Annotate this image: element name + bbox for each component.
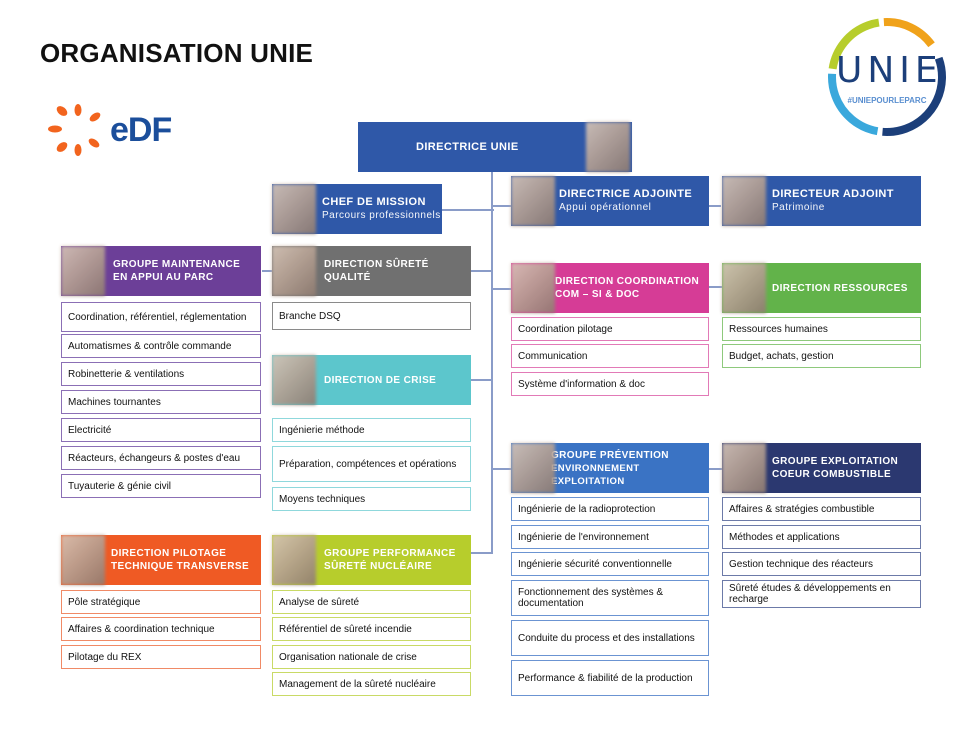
unie-hashtag: #UNIEPOURLEPARC <box>847 96 927 105</box>
performance-label2: SÛRETÉ NUCLÉAIRE <box>324 561 433 572</box>
avatar <box>586 122 630 172</box>
list-item: Méthodes et applications <box>722 525 921 549</box>
list-item: Analyse de sûreté <box>272 590 471 614</box>
avatar <box>272 535 316 585</box>
directeur-adjoint-label: DIRECTEUR ADJOINT <box>772 188 894 200</box>
list-item: Machines tournantes <box>61 390 261 414</box>
maintenance-label1: GROUPE MAINTENANCE <box>113 259 241 270</box>
coordination-label2: COM – SI & DOC <box>555 289 640 300</box>
edf-logo: eDF <box>48 103 183 159</box>
list-item: Ingénierie sécurité conventionnelle <box>511 552 709 576</box>
list-item: Affaires & stratégies combustible <box>722 497 921 521</box>
direction-pilotage-box: DIRECTION PILOTAGE TECHNIQUE TRANSVERSE <box>61 535 261 585</box>
avatar <box>272 184 316 234</box>
performance-label1: GROUPE PERFORMANCE <box>324 548 456 559</box>
edf-star-icon <box>48 104 101 156</box>
list-item: Management de la sûreté nucléaire <box>272 672 471 696</box>
list-item: Conduite du process et des installations <box>511 620 709 656</box>
connector-chef <box>442 209 494 211</box>
list-item: Branche DSQ <box>272 302 471 330</box>
list-item: Pilotage du REX <box>61 645 261 669</box>
list-item: Fonctionnement des systèmes & documentat… <box>511 580 709 616</box>
list-item: Sûreté études & développements en rechar… <box>722 580 921 608</box>
groupe-performance-box: GROUPE PERFORMANCE SÛRETÉ NUCLÉAIRE <box>272 535 471 585</box>
list-item: Organisation nationale de crise <box>272 645 471 669</box>
surete-qualite-label2: QUALITÉ <box>324 272 371 283</box>
groupe-prevention-box: GROUPE PRÉVENTION ENVIRONNEMENT EXPLOITA… <box>511 443 709 493</box>
list-item: Réacteurs, échangeurs & postes d'eau <box>61 446 261 470</box>
pilotage-label2: TECHNIQUE TRANSVERSE <box>111 561 250 572</box>
list-item: Préparation, compétences et opérations <box>272 446 471 482</box>
connector-crise <box>471 379 493 381</box>
list-item: Ressources humaines <box>722 317 921 341</box>
connector-prevention <box>491 468 511 470</box>
list-item: Automatismes & contrôle commande <box>61 334 261 358</box>
surete-qualite-label1: DIRECTION SÛRETÉ <box>324 259 429 270</box>
list-item: Pôle stratégique <box>61 590 261 614</box>
avatar <box>61 246 105 296</box>
chef-mission-box: CHEF DE MISSION Parcours professionnels <box>272 184 442 234</box>
avatar <box>722 263 766 313</box>
list-item: Ingénierie de l'environnement <box>511 525 709 549</box>
list-item: Ingénierie de la radioprotection <box>511 497 709 521</box>
direction-crise-box: DIRECTION DE CRISE <box>272 355 471 405</box>
exploitation-label2: COEUR COMBUSTIBLE <box>772 469 892 480</box>
avatar <box>511 263 555 313</box>
groupe-maintenance-box: GROUPE MAINTENANCE EN APPUI AU PARC <box>61 246 261 296</box>
list-item: Moyens techniques <box>272 487 471 511</box>
chef-mission-sub: Parcours professionnels <box>322 210 441 221</box>
coordination-label1: DIRECTION COORDINATION <box>555 276 700 287</box>
prevention-label2: ENVIRONNEMENT EXPLOITATION <box>551 462 640 487</box>
directrice-adjointe-label: DIRECTRICE ADJOINTE <box>559 188 693 200</box>
avatar <box>272 246 316 296</box>
direction-coordination-box: DIRECTION COORDINATION COM – SI & DOC <box>511 263 709 313</box>
list-item: Affaires & coordination technique <box>61 617 261 641</box>
avatar <box>722 176 766 226</box>
list-item: Electricité <box>61 418 261 442</box>
list-item: Tuyauterie & génie civil <box>61 474 261 498</box>
connector-coordination <box>491 288 511 290</box>
connector-ressources <box>708 286 722 288</box>
crise-label: DIRECTION DE CRISE <box>324 374 437 386</box>
page-title: ORGANISATION UNIE <box>40 38 314 68</box>
directrice-adjointe-box: DIRECTRICE ADJOINTE Appui opérationnel <box>511 176 709 226</box>
edf-wordmark: eDF <box>110 111 172 149</box>
list-item: Référentiel de sûreté incendie <box>272 617 471 641</box>
connector-exploitation <box>708 468 722 470</box>
exploitation-label1: GROUPE EXPLOITATION <box>772 456 899 467</box>
unie-ring-icon <box>828 18 946 136</box>
list-item: Coordination, référentiel, réglementatio… <box>61 302 261 332</box>
ressources-label: DIRECTION RESSOURCES <box>772 282 908 294</box>
list-item: Système d'information & doc <box>511 372 709 396</box>
connector-performance <box>471 552 493 554</box>
prevention-label1: GROUPE PRÉVENTION <box>551 449 669 461</box>
direction-ressources-box: DIRECTION RESSOURCES <box>722 263 921 313</box>
list-item: Ingénierie méthode <box>272 418 471 442</box>
directrice-unie-label: DIRECTRICE UNIE <box>416 140 519 153</box>
chef-mission-label: CHEF DE MISSION <box>322 196 426 208</box>
groupe-exploitation-box: GROUPE EXPLOITATION COEUR COMBUSTIBLE <box>722 443 921 493</box>
maintenance-label2: EN APPUI AU PARC <box>113 272 214 283</box>
avatar <box>511 443 555 493</box>
list-item: Performance & fiabilité de la production <box>511 660 709 696</box>
list-item: Gestion technique des réacteurs <box>722 552 921 576</box>
directrice-adjointe-sub: Appui opérationnel <box>559 202 652 213</box>
directrice-unie-box: DIRECTRICE UNIE <box>358 122 632 172</box>
connector-top-vertical <box>491 172 493 552</box>
pilotage-label1: DIRECTION PILOTAGE <box>111 548 227 559</box>
avatar <box>511 176 555 226</box>
list-item: Communication <box>511 344 709 368</box>
avatar <box>61 535 105 585</box>
list-item: Robinetterie & ventilations <box>61 362 261 386</box>
directeur-adjoint-sub: Patrimoine <box>772 202 825 213</box>
list-item: Coordination pilotage <box>511 317 709 341</box>
avatar <box>722 443 766 493</box>
unie-wordmark: UNIE <box>836 50 943 91</box>
unie-logo: UNIE #UNIEPOURLEPARC <box>824 14 950 140</box>
direction-surete-qualite-box: DIRECTION SÛRETÉ QUALITÉ <box>272 246 471 296</box>
directeur-adjoint-box: DIRECTEUR ADJOINT Patrimoine <box>722 176 921 226</box>
avatar <box>272 355 316 405</box>
list-item: Budget, achats, gestion <box>722 344 921 368</box>
